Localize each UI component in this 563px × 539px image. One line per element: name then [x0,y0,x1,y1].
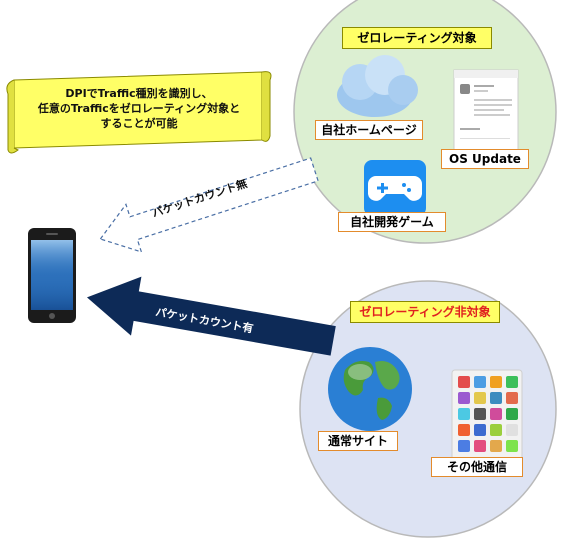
scroll-note-line2: 任意のTrafficをゼロレーティング対象と [37,102,241,115]
zero-rated-circle [293,0,557,244]
upper-arrow [99,157,319,253]
non-zero-rated-title: ゼロレーティング非対象 [350,301,500,323]
smartphone-icon [28,228,76,323]
scroll-note-line3: することが可能 [100,117,178,130]
lower-arrow [86,276,336,356]
company-homepage-label: 自社ホームページ [315,120,423,140]
os-update-label: OS Update [441,149,529,169]
app-grid-icon [451,369,523,466]
scroll-banner [6,71,272,154]
scroll-note: DPIでTraffic種別を識別し、 任意のTrafficをゼロレーティング対象… [18,86,260,131]
regular-site-label: 通常サイト [318,431,398,451]
cloud-icon [337,55,418,117]
in-house-game-label: 自社開発ゲーム [338,212,446,232]
gamepad-icon [364,160,426,216]
other-traffic-label: その他通信 [431,457,523,477]
zero-rated-title: ゼロレーティング対象 [342,27,492,49]
globe-icon [328,347,412,431]
app-store-page-icon [453,69,519,156]
scroll-note-line1: DPIでTraffic種別を識別し、 [65,87,213,100]
